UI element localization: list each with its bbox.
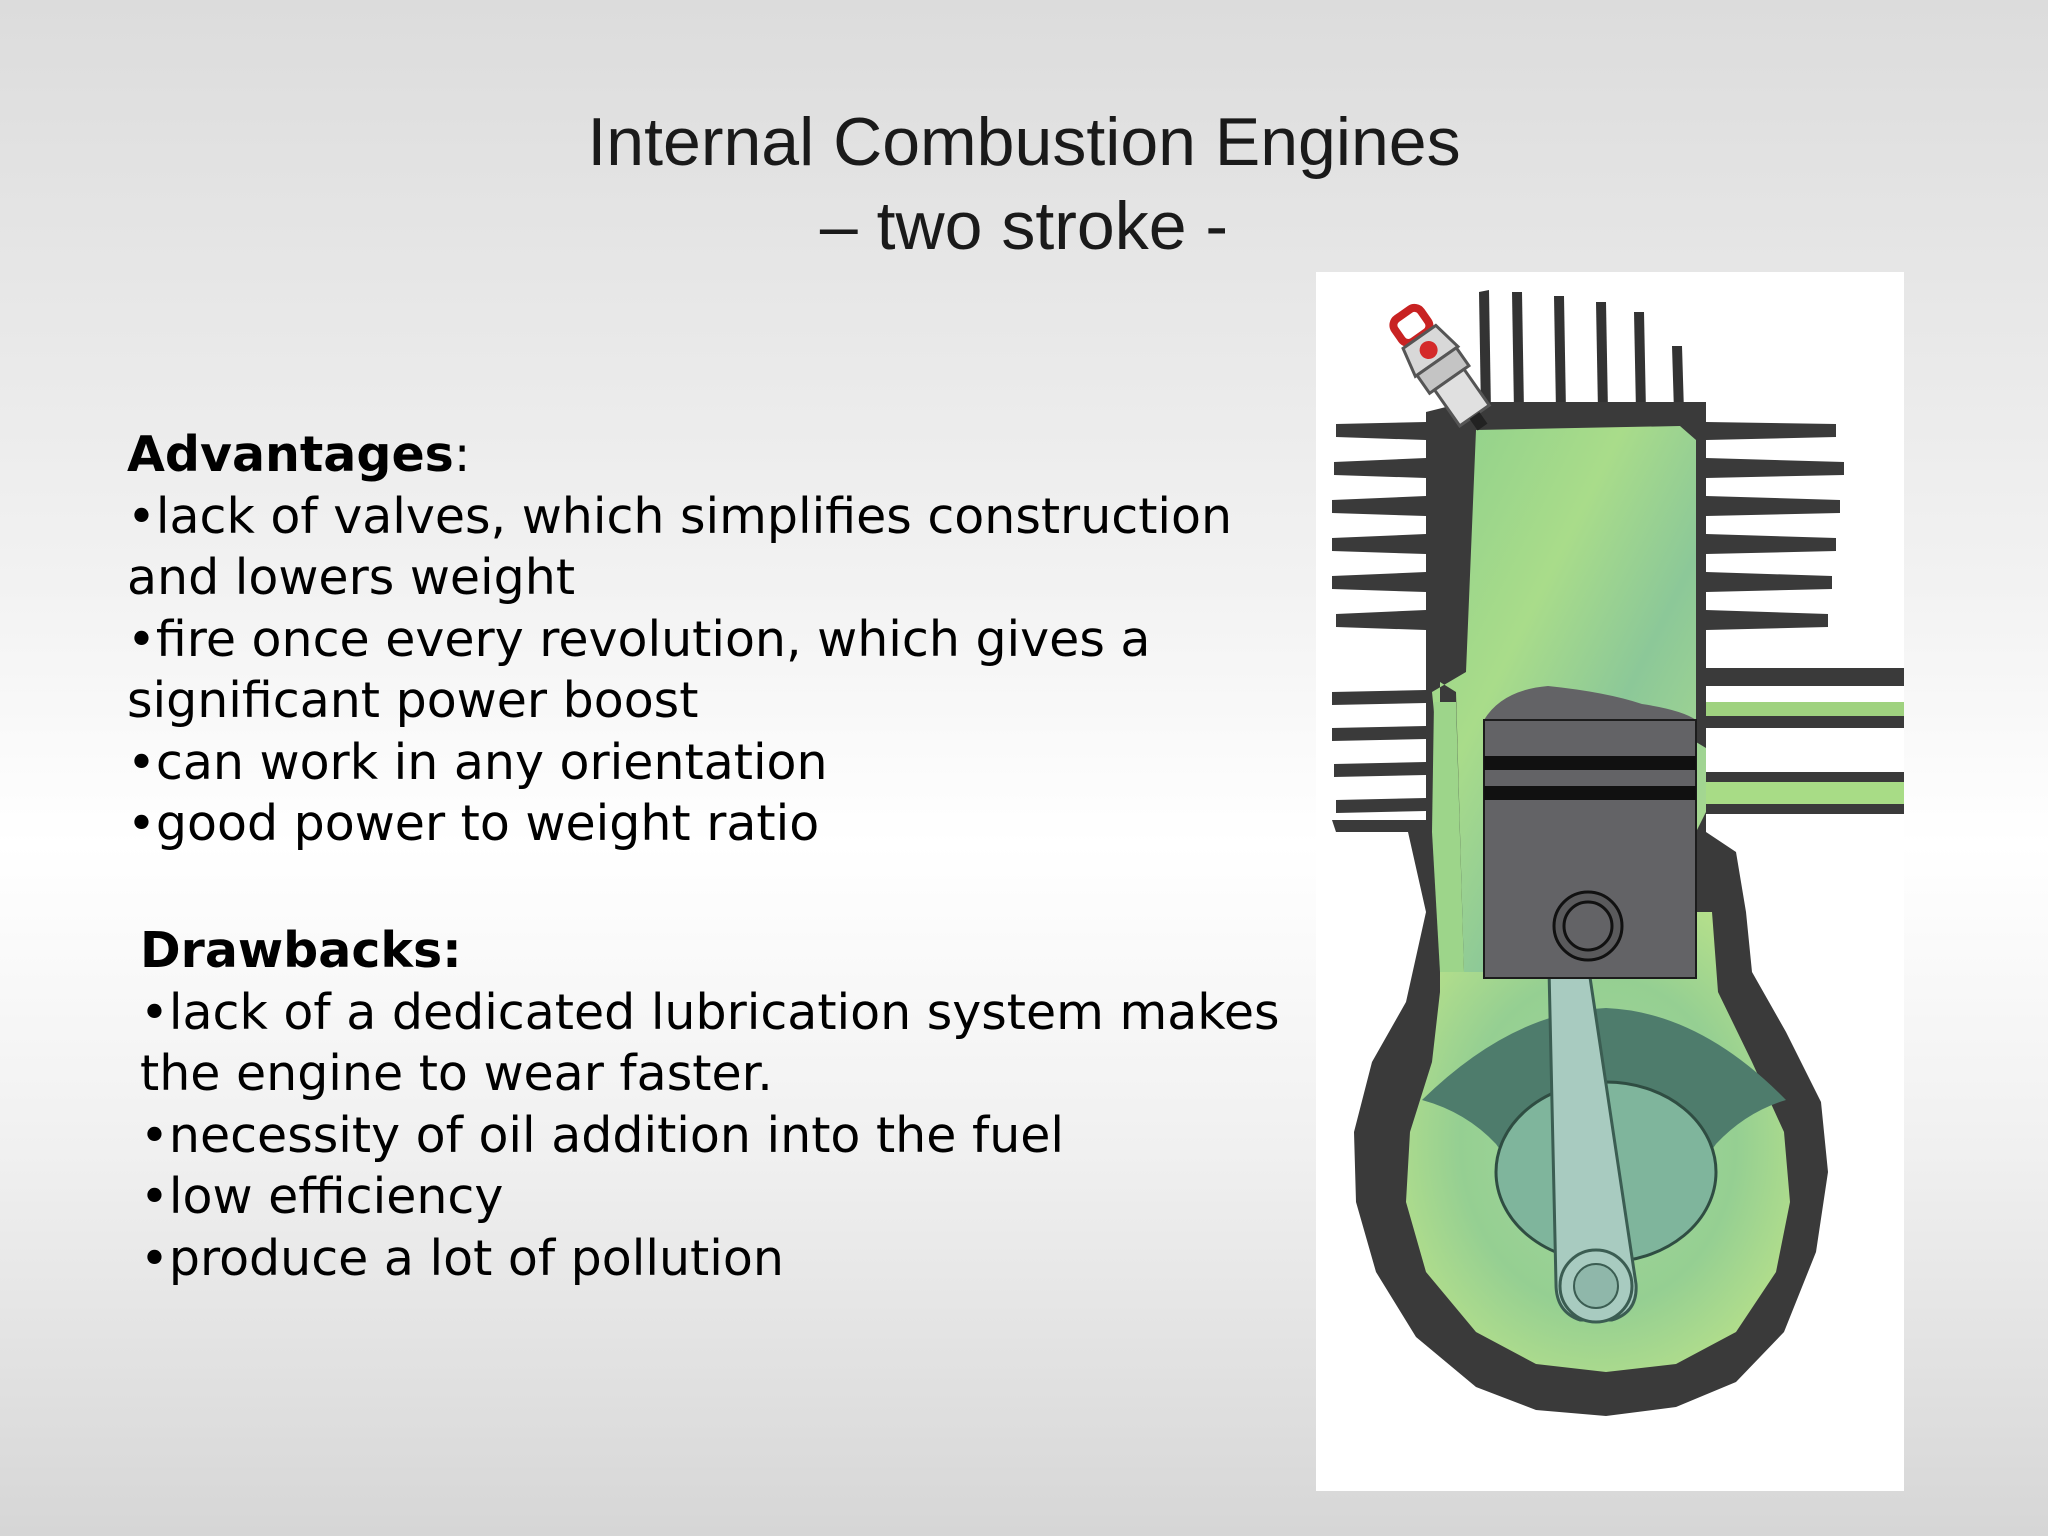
drawbacks-line: •necessity of oil addition into the fuel	[140, 1106, 1065, 1164]
advantages-heading-line: Advantages:	[127, 424, 1287, 486]
advantages-heading: Advantages	[127, 426, 454, 483]
spark-plug-icon	[1389, 303, 1492, 431]
title-line-1: Internal Combustion Engines	[587, 104, 1461, 180]
drawbacks-section: Drawbacks: •lack of a dedicated lubricat…	[140, 920, 1300, 1289]
advantages-line: significant power boost	[127, 672, 699, 729]
title-line-2: – two stroke -	[819, 188, 1229, 264]
top-cooling-fins	[1479, 290, 1684, 412]
piston	[1483, 686, 1697, 979]
engine-illustration	[1332, 290, 1904, 1416]
drawbacks-line: •low efficiency	[140, 1168, 504, 1225]
two-stroke-engine-diagram	[1316, 272, 1904, 1491]
advantages-line: •good power to weight ratio	[127, 795, 820, 852]
crank-pin-inner	[1573, 1263, 1619, 1309]
advantages-line: •fire once every revolution, which gives…	[127, 610, 1151, 668]
drawbacks-line: the engine to wear faster.	[140, 1045, 773, 1102]
drawbacks-line: •lack of a dedicated lubrication system …	[140, 983, 1280, 1041]
transfer-channel	[1432, 702, 1464, 972]
advantages-colon: :	[453, 426, 471, 483]
slide-title: Internal Combustion Engines – two stroke…	[0, 100, 2048, 268]
drawbacks-heading: Drawbacks:	[140, 922, 462, 979]
side-cooling-fins	[1332, 690, 1426, 813]
advantages-section: Advantages: •lack of valves, which simpl…	[127, 424, 1287, 855]
drawbacks-line: •produce a lot of pollution	[140, 1229, 784, 1287]
connecting-rod	[1546, 922, 1638, 1322]
advantages-line: •lack of valves, which simplifies constr…	[127, 487, 1233, 545]
exhaust-port	[1706, 668, 1904, 814]
advantages-line: and lowers weight	[127, 549, 576, 606]
advantages-line: •can work in any orientation	[127, 733, 828, 791]
